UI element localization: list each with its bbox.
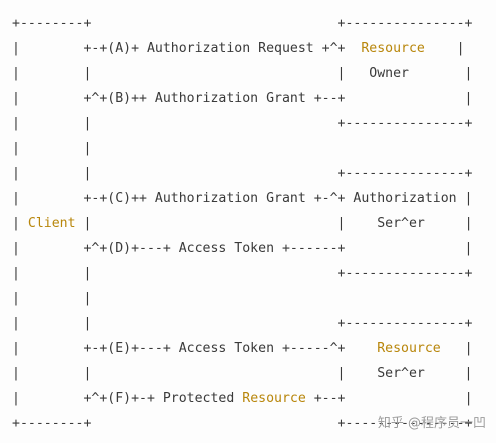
diagram-text: | | +---------------+ bbox=[12, 116, 473, 131]
watermark: 知乎 @程序员一凹 bbox=[377, 416, 486, 431]
diagram-text: | +-+(A)+ Authorization Request +^+ bbox=[12, 41, 362, 56]
highlighted-term: Resource bbox=[377, 341, 441, 356]
diagram-text: | bbox=[424, 41, 465, 56]
highlighted-term: Resource bbox=[242, 391, 306, 406]
diagram-line: | | | Ser^er | bbox=[12, 361, 473, 386]
diagram-text: +--------+ +---------------+ bbox=[12, 16, 473, 31]
diagram-text: | | +---------------+ bbox=[12, 166, 473, 181]
diagram-text: | | | Owner | bbox=[12, 66, 473, 81]
diagram-line: | +-+(C)++ Authorization Grant +-^+ Auth… bbox=[12, 186, 473, 211]
diagram-line: | +-+(A)+ Authorization Request +^+ Reso… bbox=[12, 36, 473, 61]
diagram-line: | | | Owner | bbox=[12, 61, 473, 86]
highlighted-term: Client bbox=[27, 216, 76, 231]
diagram-text: | +-+(C)++ Authorization Grant +-^+ Auth… bbox=[12, 191, 473, 206]
diagram-line: | +^+(F)+-+ Protected Resource +--+ | bbox=[12, 386, 473, 411]
diagram-text: | | Ser^er | bbox=[75, 216, 473, 231]
diagram-text: | +^+(D)+---+ Access Token +------+ | bbox=[12, 241, 473, 256]
diagram-line: | | +---------------+ bbox=[12, 161, 473, 186]
diagram-line: | | bbox=[12, 286, 473, 311]
diagram-lines: +--------+ +---------------+ | +-+(A)+ Au… bbox=[12, 11, 473, 436]
highlighted-term: Resource bbox=[361, 41, 425, 56]
diagram-text: | +-+(E)+---+ Access Token +-----^+ bbox=[12, 341, 378, 356]
diagram-text: | bbox=[12, 216, 28, 231]
diagram-text: | | | Ser^er | bbox=[12, 366, 473, 381]
diagram-line: | | +---------------+ bbox=[12, 311, 473, 336]
diagram-line: | +^+(D)+---+ Access Token +------+ | bbox=[12, 236, 473, 261]
diagram-text: +--------+ +---------------+ bbox=[12, 416, 473, 431]
diagram-text: | | bbox=[12, 291, 92, 306]
diagram-text: | | +---------------+ bbox=[12, 266, 473, 281]
diagram-line: | +-+(E)+---+ Access Token +-----^+ Reso… bbox=[12, 336, 473, 361]
diagram-text: | | +---------------+ bbox=[12, 316, 473, 331]
diagram-text: | +^+(F)+-+ Protected bbox=[12, 391, 243, 406]
diagram-line: | | +---------------+ bbox=[12, 111, 473, 136]
diagram-line: | +^+(B)++ Authorization Grant +--+ | bbox=[12, 86, 473, 111]
diagram-text: | +^+(B)++ Authorization Grant +--+ | bbox=[12, 91, 473, 106]
diagram-text: | bbox=[440, 341, 473, 356]
diagram-line: +--------+ +---------------+ bbox=[12, 11, 473, 36]
diagram-line: | | +---------------+ bbox=[12, 261, 473, 286]
diagram-text: +--+ | bbox=[305, 391, 473, 406]
diagram-line: +--------+ +---------------+ bbox=[12, 411, 473, 436]
diagram-line: | | bbox=[12, 136, 473, 161]
diagram-text: | | bbox=[12, 141, 92, 156]
diagram-line: | Client | | Ser^er | bbox=[12, 211, 473, 236]
